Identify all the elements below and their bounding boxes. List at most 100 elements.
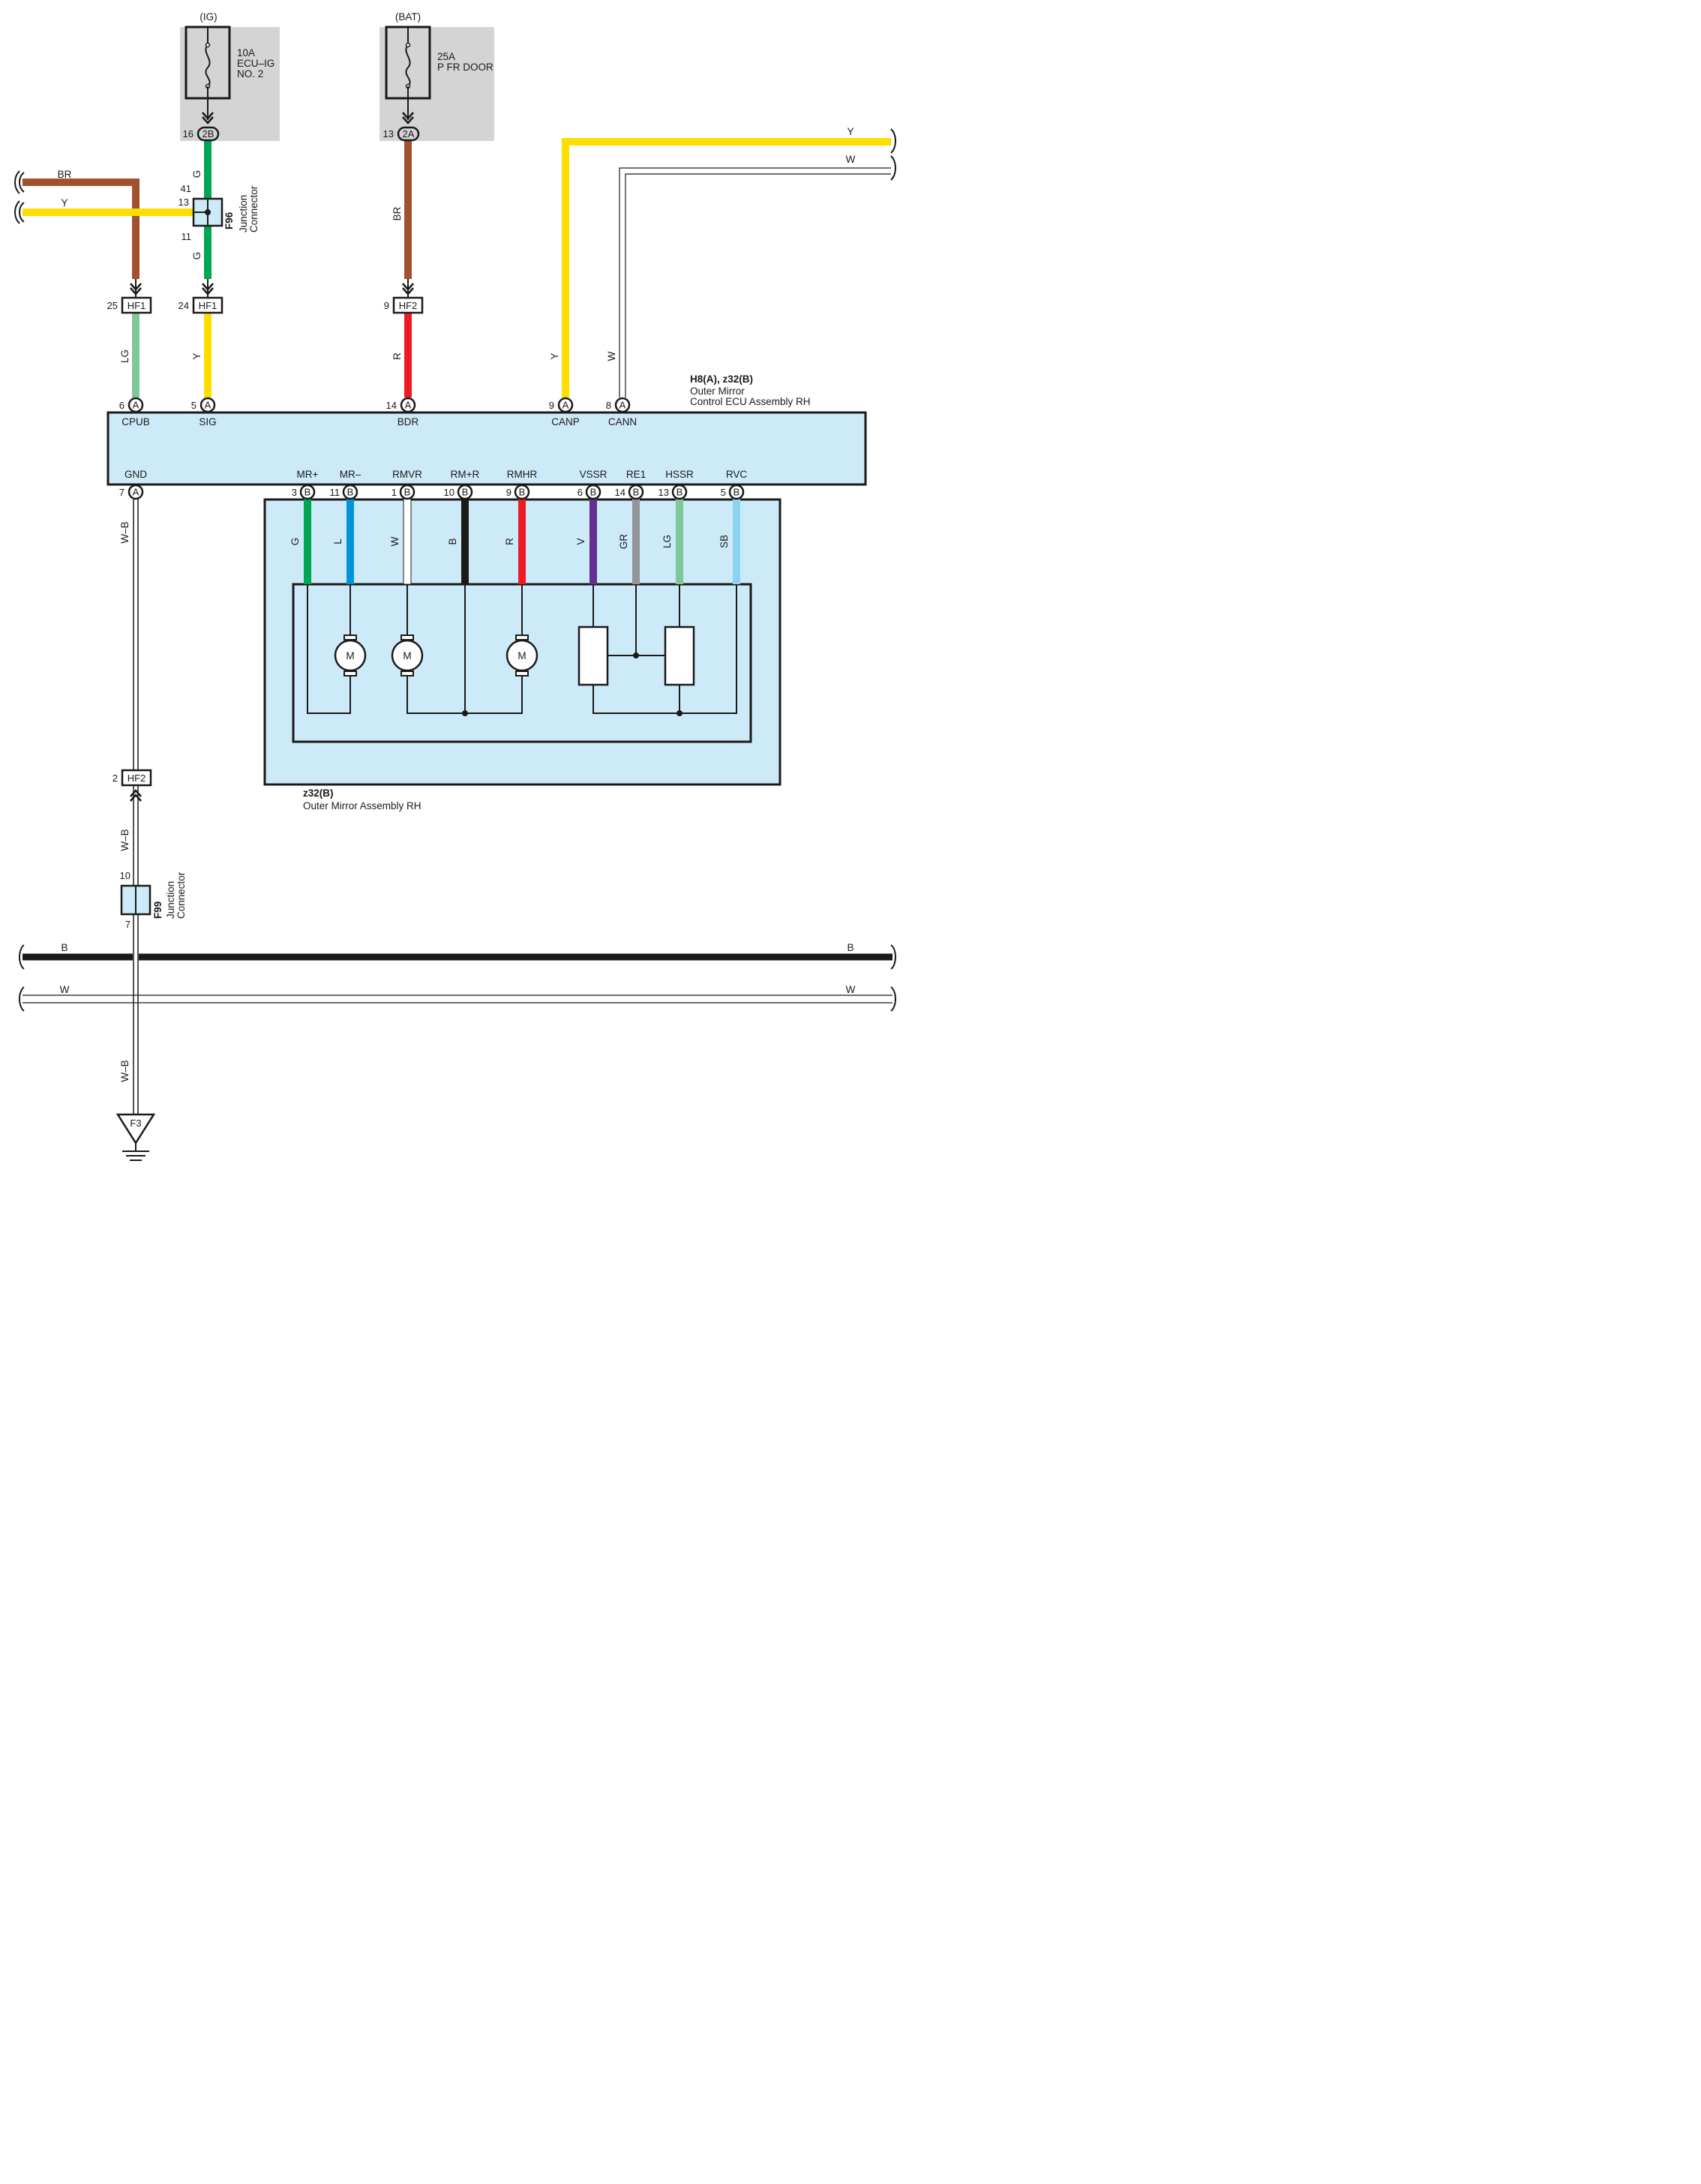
pin-number: 5	[721, 487, 726, 498]
wire-label-y-right: Y	[847, 126, 854, 137]
hf1-24-pin: 24	[178, 300, 189, 311]
wire-label-wb-low: W–B	[119, 1060, 130, 1082]
ground-label: F3	[130, 1118, 141, 1129]
pin-number: 14	[615, 487, 626, 498]
wire-w	[403, 498, 412, 585]
fuse-p-fr-door	[380, 26, 494, 141]
position-sensor-vertical	[578, 626, 609, 686]
connector-hf2-9	[392, 296, 424, 314]
f96-pin-top: 41	[181, 183, 191, 194]
pin-number: 6	[578, 487, 583, 498]
motor-icon: M	[334, 634, 367, 676]
chevron-down-icon	[202, 112, 214, 124]
wire-label-wb-mid: W–B	[119, 829, 130, 850]
mirror-id: z32(B)	[303, 788, 334, 799]
pin-signal-label: MR–	[340, 469, 362, 480]
f99-label-2: Connector	[176, 872, 187, 919]
f96-pin-left: 13	[178, 196, 189, 208]
pin-signal-label: RMHR	[507, 469, 538, 480]
motor-icon: M	[391, 634, 424, 676]
ig-source-label: (IG)	[200, 11, 217, 22]
pin-conn-label: A	[620, 400, 626, 411]
f96-label: Junction	[238, 195, 249, 232]
pin-number: 5	[191, 400, 196, 411]
wiring-diagram: (IG) 10A ECU–IG NO. 2 (BAT) 25A P FR DOO…	[14, 11, 896, 1161]
pin-signal-label: MR+	[297, 469, 319, 480]
connector-hf1-24	[192, 296, 224, 314]
wire-br-left	[22, 178, 140, 279]
pin-conn-label: A	[562, 400, 569, 411]
pin-number: 10	[444, 487, 454, 498]
pin-signal-label: CPUB	[122, 416, 150, 428]
ecu-pin-rmvr: B1 RMVR W	[389, 469, 422, 585]
f96-label-2: Connector	[248, 185, 260, 232]
bus-b-label-left: B	[61, 942, 68, 953]
pin-conn-label: B	[347, 487, 354, 498]
ecu-gnd-signal: GND	[124, 469, 147, 480]
ecu-gnd-conn: A	[133, 487, 140, 498]
pin-conn-label: A	[205, 400, 212, 411]
svg-text:M: M	[518, 650, 526, 662]
pin-conn-label: B	[590, 487, 597, 498]
fuse-ecu-ig	[180, 26, 280, 141]
wire-label-lg: LG	[119, 350, 130, 363]
fuse-symbol-icon	[205, 44, 211, 87]
pin-circle	[399, 484, 416, 500]
pin-circle	[671, 484, 688, 500]
chevron-up-icon	[130, 789, 142, 802]
pin-circle	[299, 484, 316, 500]
pin-circle	[585, 484, 602, 500]
pin-conn-label: B	[519, 487, 526, 498]
ecu-gnd-pin	[128, 484, 144, 500]
hf2-9-label: HF2	[399, 300, 418, 311]
wire-label-y-left: Y	[61, 197, 68, 208]
pin-number: 14	[386, 400, 397, 411]
wire-break-icon	[19, 944, 25, 1012]
ecu-bottom-pins: B3MR+GB11MR–LB1RMVRWB10RM+RBB9RMHRRB6VSS…	[290, 469, 747, 585]
pin-number: 9	[549, 400, 554, 411]
wire-break-icon	[890, 944, 896, 1012]
wire-label-y-sig: Y	[191, 352, 202, 359]
pin-conn-label: B	[633, 487, 640, 498]
ecu-name: Outer Mirror	[690, 386, 745, 397]
motor-icon: M	[506, 634, 538, 676]
svg-text:M: M	[403, 650, 411, 662]
ig-fuse-name-2: NO. 2	[237, 68, 263, 80]
wire-break-icon	[890, 128, 896, 181]
wire-label-g-lower: G	[191, 252, 202, 260]
hf1-25-label: HF1	[128, 300, 146, 311]
pin-circle	[628, 484, 644, 500]
bat-source-label: (BAT)	[395, 11, 421, 22]
connector-2b-pin: 16	[183, 128, 194, 140]
pin-number: 1	[392, 487, 397, 498]
pin-signal-label: BDR	[398, 416, 419, 428]
hf1-25-pin: 25	[107, 300, 118, 311]
wire-break-icon	[19, 172, 25, 223]
pin-conn-label: B	[404, 487, 411, 498]
bus-w-label-right: W	[846, 984, 856, 995]
pin-signal-label: CANP	[551, 416, 580, 428]
mirror-name: Outer Mirror Assembly RH	[303, 800, 422, 812]
pin-signal-label: CANN	[608, 416, 637, 428]
ecu-box	[106, 411, 867, 486]
wire-color-label: W	[389, 536, 400, 546]
pin-number: 8	[606, 400, 611, 411]
wire-color-label: L	[332, 538, 344, 544]
pin-signal-label: RMVR	[392, 469, 422, 480]
wire-color-label: B	[447, 538, 458, 544]
position-sensor-horizontal	[664, 626, 695, 686]
bus-b-label-right: B	[847, 942, 854, 953]
f96-id: F96	[224, 212, 235, 230]
pin-circle	[400, 397, 416, 413]
connector-2b-label: 2B	[202, 128, 214, 140]
pin-circle	[614, 397, 631, 413]
wire-color-label: SB	[718, 535, 730, 548]
